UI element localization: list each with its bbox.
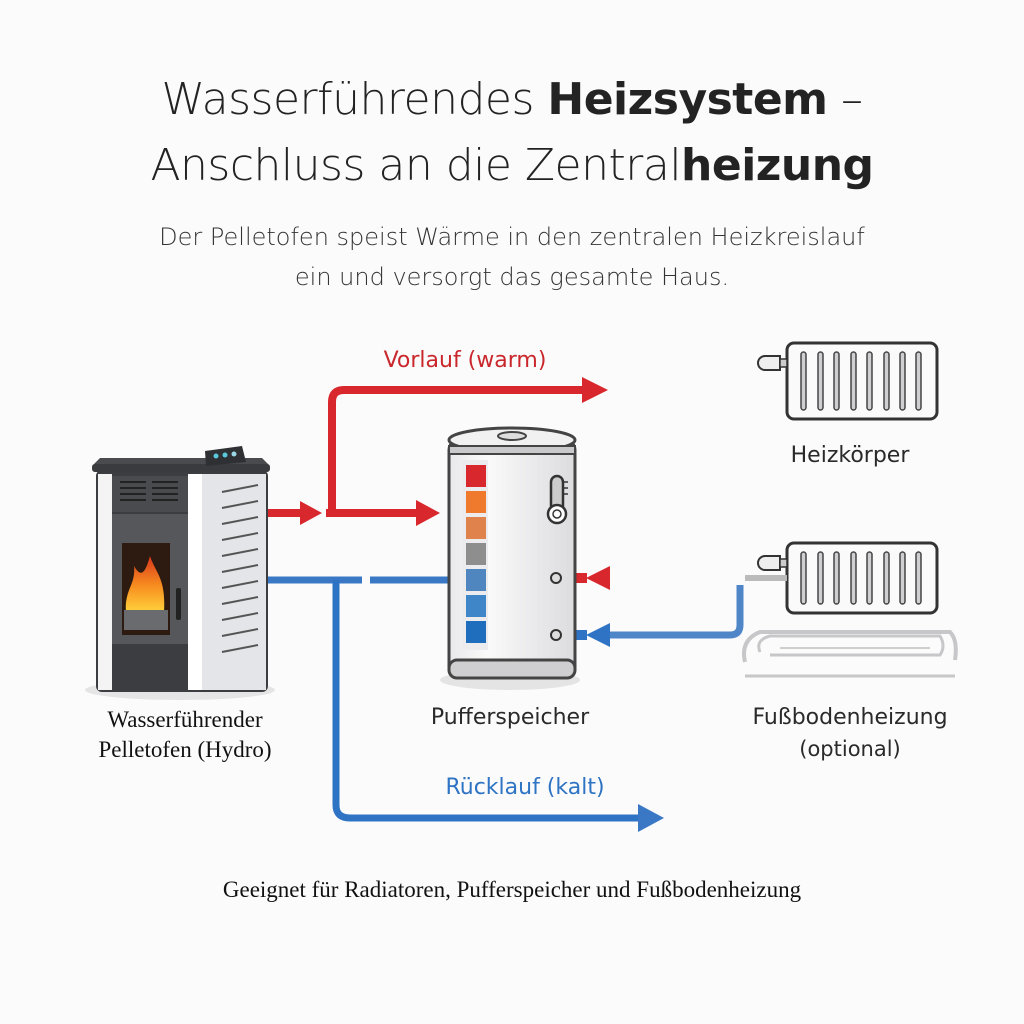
buffer-tank-icon: [440, 426, 580, 690]
stove-label: Wasserführender Pelletofen (Hydro): [40, 705, 330, 765]
floor-heating-label: Fußbodenheizung: [752, 705, 948, 730]
title-bold: Heizsystem: [547, 74, 828, 125]
floor-heating-note: (optional): [799, 737, 901, 761]
subtitle-line-1: Der Pelletofen speist Wärme in den zentr…: [159, 223, 865, 251]
subtitle: Der Pelletofen speist Wärme in den zentr…: [0, 217, 1024, 297]
stove-label-line-2: Pelletofen (Hydro): [98, 737, 272, 762]
thermometer-icon: [546, 474, 568, 525]
supply-label: Vorlauf (warm): [383, 348, 547, 373]
title-regular: Wasserführendes: [161, 74, 548, 125]
stove-label-line-1: Wasserführender: [107, 707, 263, 732]
footer-note: Geeignet für Radiatoren, Pufferspeicher …: [222, 877, 802, 902]
buffer-label: Pufferspeicher: [430, 705, 590, 730]
title-bold-2: heizung: [681, 140, 874, 191]
radiator-icon-2: [745, 541, 939, 615]
radiator-label: Heizkörper: [790, 443, 910, 468]
title-dash: –: [827, 74, 863, 125]
floor-heating-icon: [742, 630, 958, 678]
return-line: [268, 576, 915, 832]
subtitle-line-2: ein und versorgt das gesamte Haus.: [294, 263, 730, 291]
pellet-stove-icon: [85, 446, 275, 700]
return-label: Rücklauf (kalt): [445, 775, 605, 800]
title-line-2: Anschluss an die Zentralheizung: [0, 140, 1024, 191]
title-regular-2: Anschluss an die Zentral: [150, 140, 682, 191]
title-line-1: Wasserführendes Heizsystem –: [0, 74, 1024, 125]
radiator-icon: [757, 341, 939, 421]
